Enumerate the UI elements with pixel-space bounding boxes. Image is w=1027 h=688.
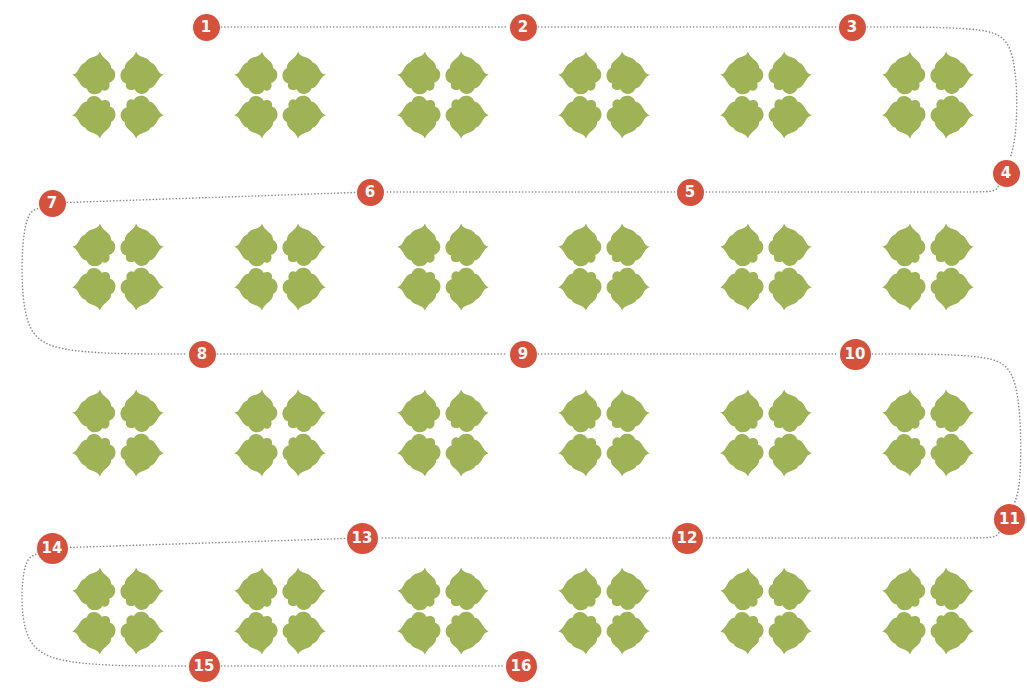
step-marker: 6 bbox=[357, 179, 384, 206]
dotted-path bbox=[868, 27, 1017, 158]
step-number: 12 bbox=[677, 531, 698, 546]
dotted-path bbox=[539, 353, 838, 355]
dotted-path bbox=[69, 539, 344, 548]
dotted-path bbox=[706, 186, 999, 192]
dotted-path bbox=[222, 665, 504, 667]
step-number: 16 bbox=[511, 659, 532, 674]
dotted-path bbox=[386, 191, 675, 193]
step-marker: 10 bbox=[840, 339, 871, 370]
dotted-path bbox=[22, 209, 186, 354]
step-marker: 2 bbox=[510, 14, 537, 41]
step-number: 6 bbox=[365, 185, 375, 200]
dotted-path bbox=[22, 554, 187, 666]
dotted-path bbox=[705, 533, 999, 538]
step-marker: 13 bbox=[347, 523, 378, 554]
step-marker: 5 bbox=[677, 179, 704, 206]
step-marker: 9 bbox=[510, 341, 537, 368]
step-marker: 3 bbox=[839, 14, 866, 41]
step-number: 13 bbox=[352, 531, 373, 546]
step-marker: 1 bbox=[193, 14, 220, 41]
dotted-path bbox=[218, 353, 508, 355]
step-number: 5 bbox=[685, 185, 695, 200]
dotted-path bbox=[380, 537, 670, 539]
step-marker: 16 bbox=[506, 651, 537, 682]
step-number: 4 bbox=[1001, 166, 1011, 181]
dotted-path bbox=[539, 26, 837, 28]
dotted-path bbox=[873, 354, 1021, 502]
step-marker: 14 bbox=[37, 533, 68, 564]
step-number: 10 bbox=[845, 347, 866, 362]
step-marker: 12 bbox=[672, 523, 703, 554]
step-number: 14 bbox=[42, 541, 63, 556]
step-marker: 15 bbox=[189, 651, 220, 682]
step-number: 1 bbox=[201, 20, 211, 35]
step-number: 2 bbox=[518, 20, 528, 35]
step-number: 15 bbox=[194, 659, 215, 674]
step-marker: 4 bbox=[993, 160, 1020, 187]
step-number: 7 bbox=[47, 196, 57, 211]
dotted-path bbox=[67, 193, 354, 203]
dotted-path bbox=[222, 26, 508, 28]
step-number: 9 bbox=[518, 347, 528, 362]
step-number: 8 bbox=[197, 347, 207, 362]
step-marker: 8 bbox=[189, 341, 216, 368]
step-number: 3 bbox=[847, 20, 857, 35]
step-marker: 11 bbox=[994, 504, 1025, 535]
step-marker: 7 bbox=[39, 190, 66, 217]
step-number: 11 bbox=[999, 512, 1020, 527]
